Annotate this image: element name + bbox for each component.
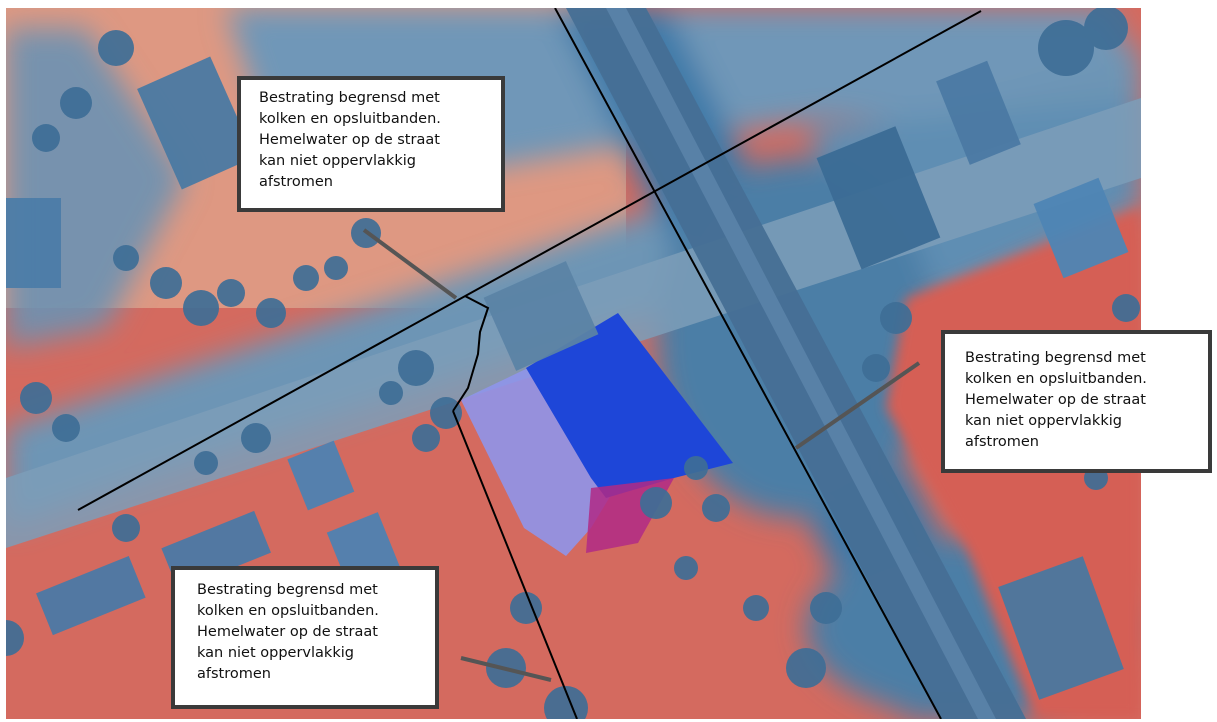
callout-line: Bestrating begrensd met (259, 90, 440, 106)
leader-line-1 (362, 228, 458, 300)
callout-line: afstromen (965, 434, 1039, 450)
callout-line: Hemelwater op de straat (259, 132, 440, 148)
callout-line: afstromen (259, 174, 333, 190)
pond-deep (526, 313, 733, 498)
leader-line-2 (794, 361, 921, 450)
callout-line: kolken en opsluitbanden. (197, 603, 379, 619)
callout-line: kolken en opsluitbanden. (259, 111, 441, 127)
boundary-line-cross (554, 8, 942, 719)
cross-road-lane (606, 8, 996, 719)
callout-line: Hemelwater op de straat (965, 392, 1146, 408)
callout-line: Hemelwater op de straat (197, 624, 378, 640)
callout-line: Bestrating begrensd met (197, 582, 378, 598)
leader-lines (362, 228, 921, 682)
callout-line: kan niet oppervlakkig (197, 645, 354, 661)
boundary-line-left (452, 410, 578, 719)
callout-line: kan niet oppervlakkig (965, 413, 1122, 429)
callout-line: kan niet oppervlakkig (259, 153, 416, 169)
callout-line: Bestrating begrensd met (965, 350, 1146, 366)
leader-line-3 (460, 656, 552, 682)
callout-line: afstromen (197, 666, 271, 682)
callout-line: kolken en opsluitbanden. (965, 371, 1147, 387)
boundary-line-connector (452, 295, 490, 412)
tree-icon (6, 8, 1140, 719)
callout-annotation: Bestrating begrensd met kolken en opslui… (171, 566, 439, 709)
callout-annotation: Bestrating begrensd met kolken en opslui… (237, 76, 505, 212)
boundary-line-main (77, 10, 982, 511)
boundary-lines (77, 8, 982, 719)
callout-annotation: Bestrating begrensd met kolken en opslui… (941, 330, 1212, 473)
